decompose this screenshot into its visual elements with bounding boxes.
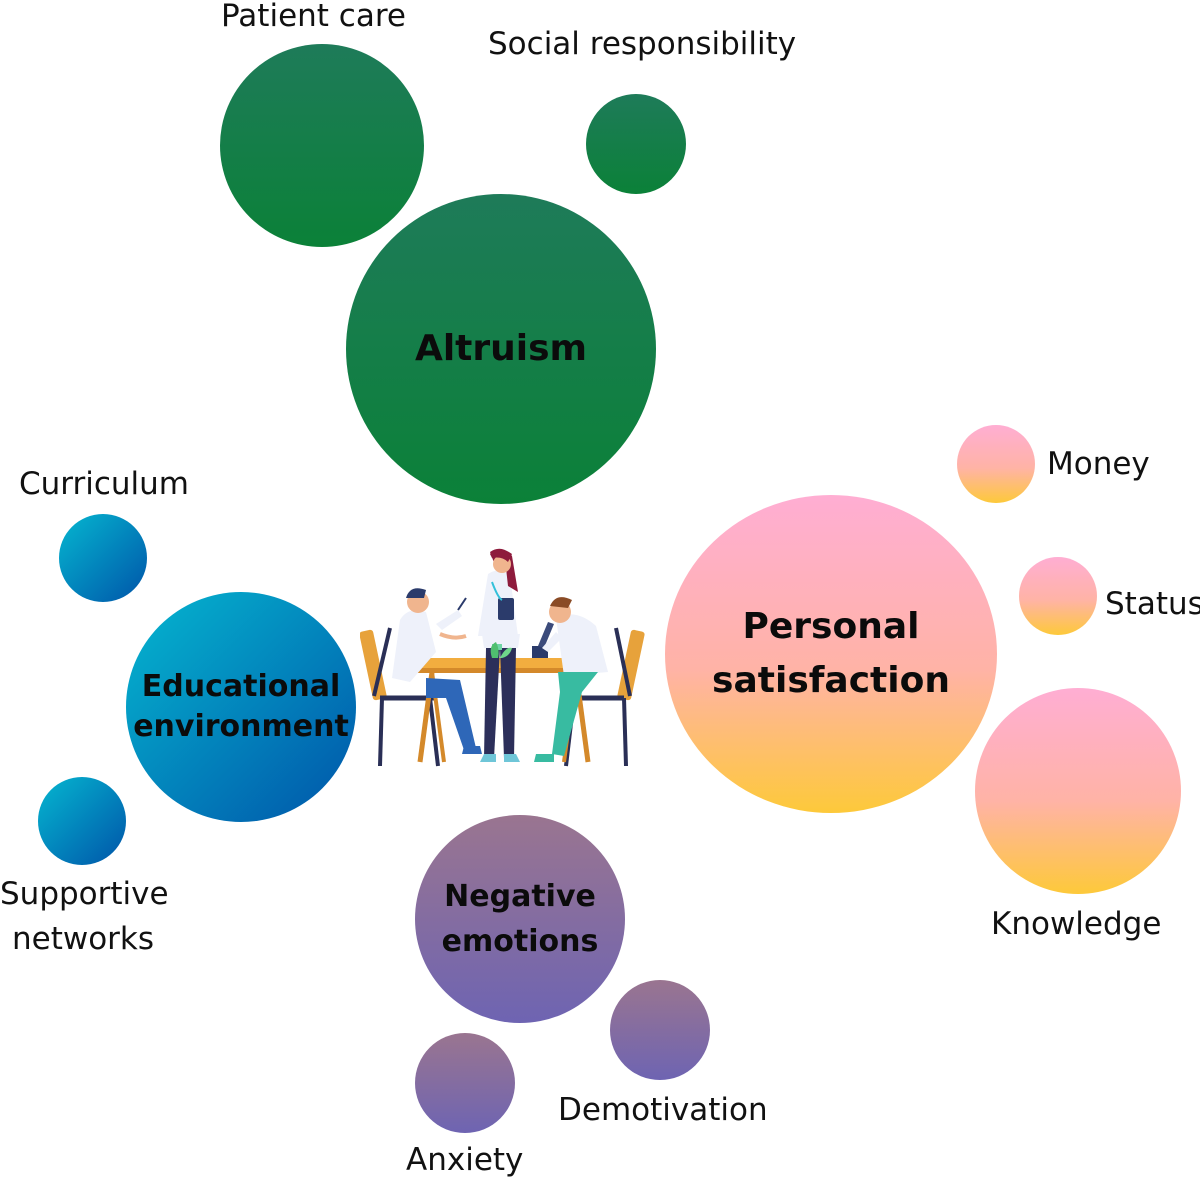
social-responsibility-bubble — [586, 94, 686, 194]
seated-doctor-right — [534, 597, 608, 762]
negative-emotions-bubble: Negative emotions — [415, 815, 625, 1023]
altruism-label: Altruism — [414, 328, 588, 370]
negative-emotions-label: Negative emotions — [442, 874, 599, 964]
left-chair — [360, 627, 440, 767]
supportive-networks-label: Supportive networks — [0, 872, 169, 962]
right-chair — [564, 627, 645, 767]
educational-environment-bubble: Educational environment — [126, 592, 356, 822]
personal-line1: Personal — [742, 606, 920, 647]
status-label: Status — [1105, 586, 1200, 622]
knowledge-bubble — [975, 688, 1181, 894]
seated-doctor-left — [392, 588, 482, 754]
negative-line2: emotions — [441, 924, 599, 959]
money-bubble — [957, 425, 1035, 503]
supportive-line2: networks — [11, 920, 155, 957]
medical-team-illustration — [360, 548, 645, 767]
status-bubble — [1019, 557, 1097, 635]
patient-care-bubble — [220, 44, 424, 247]
educational-line1: Educational — [141, 669, 341, 705]
patient-care-label: Patient care — [221, 0, 406, 34]
supportive-line1: Supportive — [0, 876, 169, 912]
altruism-bubble: Altruism — [346, 194, 656, 504]
curriculum-label: Curriculum — [19, 466, 190, 502]
demotivation-bubble — [610, 980, 710, 1080]
demotivation-label: Demotivation — [558, 1092, 768, 1128]
educational-environment-label: Educational environment — [133, 667, 349, 747]
anxiety-bubble — [415, 1033, 515, 1133]
negative-line1: Negative — [444, 879, 596, 914]
standing-doctor — [478, 548, 520, 762]
anxiety-label: Anxiety — [406, 1142, 524, 1178]
personal-satisfaction-label: Personal satisfaction — [712, 600, 950, 708]
supportive-networks-bubble — [38, 777, 126, 865]
money-label: Money — [1047, 446, 1150, 482]
knowledge-label: Knowledge — [991, 906, 1162, 942]
personal-line2: satisfaction — [712, 660, 950, 701]
educational-line2: environment — [133, 709, 349, 744]
personal-satisfaction-bubble: Personal satisfaction — [665, 495, 997, 813]
curriculum-bubble — [59, 514, 147, 602]
social-responsibility-label: Social responsibility — [488, 26, 797, 62]
